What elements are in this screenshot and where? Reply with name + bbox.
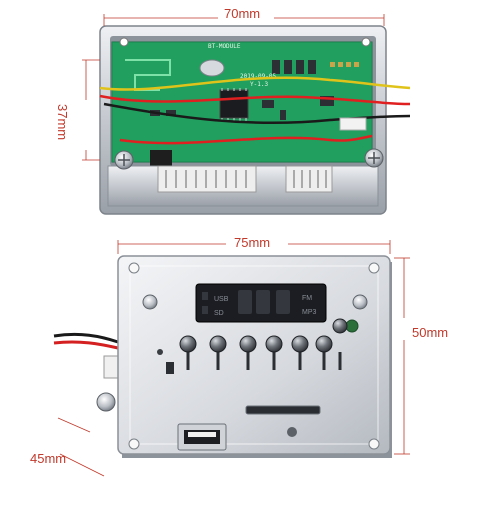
dimension-width-top: 70mm xyxy=(224,6,261,21)
dimension-depth: 45mm xyxy=(30,451,67,466)
main-chip xyxy=(219,89,249,119)
black-wire xyxy=(103,102,411,125)
pcb-silkscreen-3: Y-1.3 xyxy=(250,81,268,88)
control-button-7[interactable] xyxy=(332,318,348,370)
control-button-5[interactable] xyxy=(291,335,309,370)
dimension-lines-front xyxy=(57,240,410,477)
front-screw-left xyxy=(142,294,158,310)
rear-view-module: BT-MODULE 2019-09-05 Y-1.3 xyxy=(99,25,411,215)
red-wire-2 xyxy=(119,134,373,145)
display-fm-label: FM xyxy=(302,295,312,302)
wire-connector xyxy=(339,117,367,131)
front-hole-tr xyxy=(368,262,380,274)
header-pins-right xyxy=(293,170,327,188)
front-hole-tl xyxy=(128,262,140,274)
pin-header-right xyxy=(285,165,333,193)
seven-segment-digits xyxy=(238,290,290,314)
button-row xyxy=(179,318,348,370)
red-wire-1 xyxy=(99,94,411,106)
control-button-6[interactable] xyxy=(315,335,333,370)
pin-header-left xyxy=(157,165,257,193)
dimension-lines-top xyxy=(82,14,385,161)
front-screw-right xyxy=(352,294,368,310)
front-hole-br xyxy=(368,438,380,450)
rear-screw-left-cross xyxy=(118,154,130,166)
display-sd-label: SD xyxy=(214,310,224,317)
display-indicator-1 xyxy=(202,292,208,300)
panel-hole-bottom xyxy=(287,427,297,437)
yellow-wire xyxy=(99,76,411,91)
display-indicator-2 xyxy=(202,306,208,314)
dimension-height-front: 50mm xyxy=(412,325,449,340)
front-cable-red xyxy=(53,340,119,350)
pcb-silkscreen-2: 2019-09-05 xyxy=(240,73,277,80)
rear-hole-tr xyxy=(361,37,371,47)
rear-screw-right-cross xyxy=(368,152,380,164)
display-mp3-label: MP3 xyxy=(302,309,317,316)
dimension-width-front: 75mm xyxy=(234,235,271,250)
side-screw xyxy=(96,392,116,412)
front-hole-bl xyxy=(128,438,140,450)
usb-port-tongue xyxy=(188,432,216,437)
front-cable-black xyxy=(53,332,119,344)
pcb-silkscreen-1: BT-MODULE xyxy=(208,43,241,50)
chip-pins xyxy=(221,88,247,121)
mic-hole xyxy=(157,349,163,355)
control-button-4[interactable] xyxy=(265,335,283,370)
control-button-2[interactable] xyxy=(209,335,227,370)
control-button-1[interactable] xyxy=(179,335,197,370)
dimension-height-top: 37mm xyxy=(55,104,70,141)
front-view-module: USB SD FM MP3 xyxy=(53,255,392,458)
control-button-3[interactable] xyxy=(239,335,257,370)
front-panel-bevel xyxy=(129,265,379,445)
small-component xyxy=(166,362,174,374)
ir-receiver xyxy=(345,319,359,333)
left-connector xyxy=(150,150,172,166)
header-pins-left xyxy=(165,170,247,188)
pcb-pads xyxy=(330,62,359,67)
display-usb-label: USB xyxy=(214,296,229,303)
crystal-oscillator xyxy=(199,59,225,77)
sd-card-slot[interactable] xyxy=(245,405,321,415)
rear-hole-tl xyxy=(119,37,129,47)
